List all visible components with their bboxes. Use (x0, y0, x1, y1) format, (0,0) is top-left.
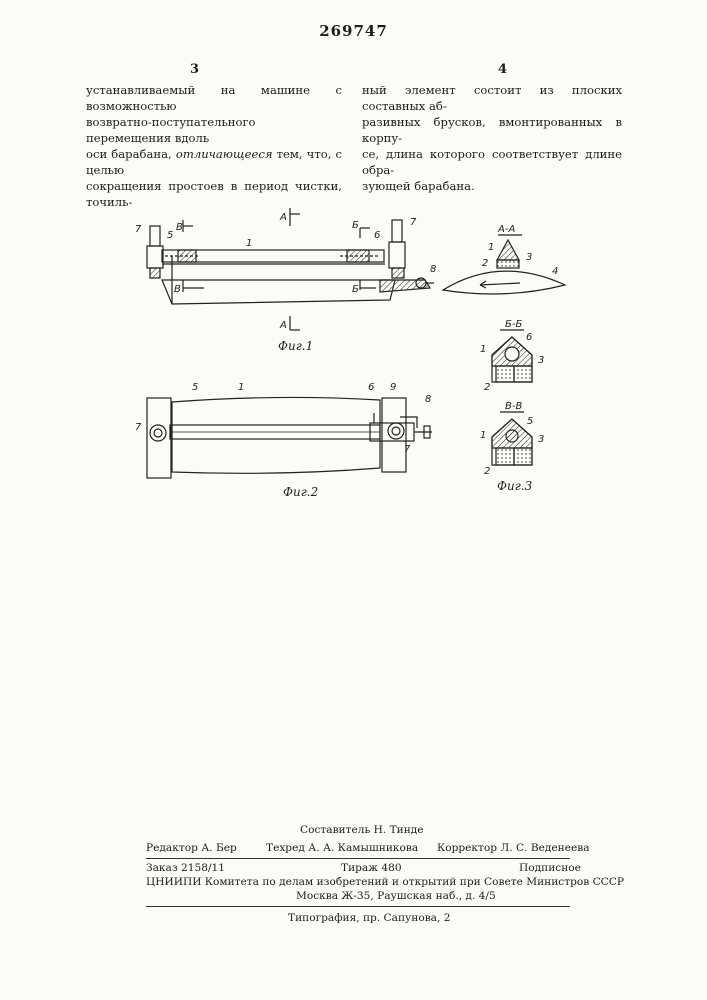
fig1-caption: Фиг.1 (278, 339, 313, 353)
fig2-label: 7 (404, 444, 411, 455)
fig1-label: В (176, 222, 183, 233)
figure-3 (443, 235, 565, 465)
fig3-label: 1 (488, 242, 494, 253)
footer-corrector: Корректор Л. С. Веденеева (437, 842, 590, 854)
fig1-label: 8 (430, 264, 436, 275)
figure-2 (147, 397, 432, 478)
fig3-section-title: Б-Б (505, 319, 522, 330)
footer-editor: Редактор А. Бер (146, 842, 237, 854)
fig3-label: 2 (484, 466, 490, 477)
fig3-label: 6 (526, 332, 532, 343)
footer-techeditor: Техред А. А. Камышникова (266, 842, 418, 854)
fig3-caption: Фиг.3 (497, 479, 533, 493)
footer-circulation: Тираж 480 (341, 862, 402, 874)
fig3-label: 2 (482, 258, 488, 269)
fig3-label: 5 (527, 416, 533, 427)
footer-printing: Типография, пр. Сапунова, 2 (288, 912, 450, 924)
footer-divider (146, 858, 570, 859)
fig1-label: 7 (135, 224, 142, 235)
footer-address: Москва Ж-35, Раушская наб., д. 4/5 (296, 890, 496, 902)
figure-1-labels: 7 5 В 1 А Б 6 7 8 В Б А (135, 212, 436, 331)
fig3-label: 3 (526, 252, 532, 263)
fig3-label: 4 (552, 266, 558, 277)
fig1-label: 6 (374, 230, 380, 241)
fig2-caption: Фиг.2 (283, 485, 318, 499)
figure-1 (147, 208, 434, 330)
fig3-label: 3 (538, 355, 544, 366)
footer-institute: ЦНИИПИ Комитета по делам изобретений и о… (146, 876, 624, 888)
footer-compiler: Составитель Н. Тинде (300, 824, 424, 836)
fig2-label: 8 (425, 394, 431, 405)
fig1-label: А (279, 212, 287, 223)
fig3-label: 1 (480, 430, 486, 441)
fig1-label: В (174, 284, 181, 295)
fig1-label: 7 (410, 217, 417, 228)
fig3-label: 1 (480, 344, 486, 355)
footer-divider (146, 906, 570, 907)
footer-subscription: Подписное (519, 862, 581, 874)
fig1-label: Б (352, 284, 359, 295)
footer-order: Заказ 2158/11 (146, 862, 225, 874)
fig2-label: 7 (135, 422, 142, 433)
fig3-section-title: А-А (497, 224, 515, 235)
fig2-label: 9 (390, 382, 396, 393)
fig1-label: 5 (167, 230, 173, 241)
figure-2-labels: 5 1 6 9 8 7 7 (135, 382, 431, 455)
fig3-label: 2 (484, 382, 490, 393)
fig3-label: 3 (538, 434, 544, 445)
fig2-label: 1 (238, 382, 244, 393)
fig1-label: 1 (246, 238, 252, 249)
fig1-label: Б (352, 220, 359, 231)
fig3-section-title: В-В (505, 401, 522, 412)
fig2-label: 5 (192, 382, 198, 393)
fig1-label: А (279, 320, 287, 331)
fig2-label: 6 (368, 382, 374, 393)
